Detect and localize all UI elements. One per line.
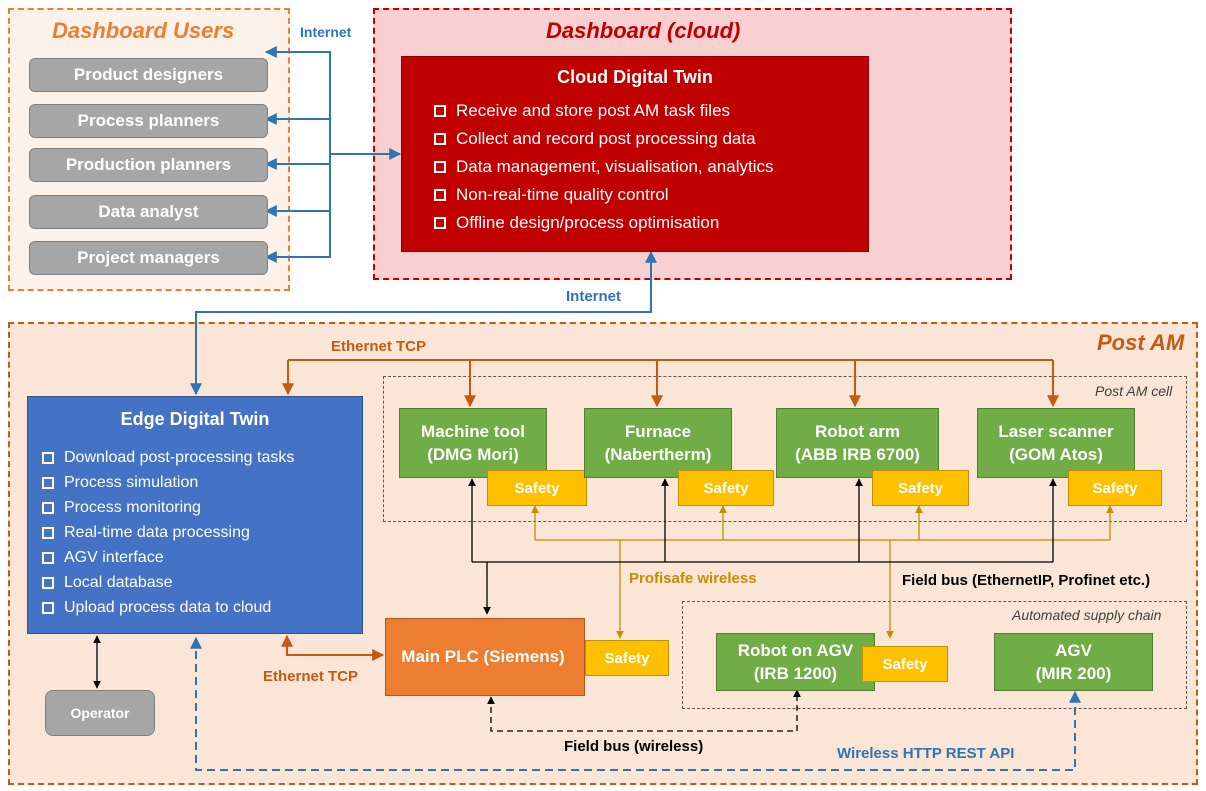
furnace-name: Furnace [624, 422, 692, 441]
supply-chain-title: Automated supply chain [1012, 607, 1162, 623]
edge-item: Process monitoring [42, 495, 294, 520]
post-am-cell-title: Post AM cell [1095, 383, 1173, 399]
checkbox-icon [42, 526, 54, 539]
checkbox-icon [42, 551, 54, 564]
field-bus-wireless-label: Field bus (wireless) [564, 738, 704, 755]
cloud-digital-twin-list: Receive and store post AM task files Col… [434, 97, 774, 237]
edge-digital-twin: Edge Digital Twin Download post-processi… [27, 396, 363, 634]
edge-item-text: Real-time data processing [64, 523, 250, 541]
cloud-item-text: Collect and record post processing data [456, 129, 756, 148]
checkbox-icon [42, 501, 54, 514]
ethernet-tcp-label-bottom: Ethernet TCP [263, 668, 359, 685]
cloud-digital-twin: Cloud Digital Twin Receive and store pos… [401, 56, 869, 252]
robot-on-agv-model: (IRB 1200) [753, 664, 838, 683]
edge-item: Local database [42, 570, 294, 595]
edge-item: Real-time data processing [42, 520, 294, 545]
profisafe-wireless-label: Profisafe wireless [629, 570, 757, 587]
checkbox-icon [434, 217, 446, 229]
agv-box: AGV (MIR 200) [994, 633, 1153, 691]
edge-item-text: Upload process data to cloud [64, 598, 272, 616]
safety-plc: Safety [585, 640, 669, 676]
main-plc-box: Main PLC (Siemens) [385, 618, 585, 696]
ethernet-tcp-label-top: Ethernet TCP [331, 338, 427, 355]
robot-arm-box: Robot arm (ABB IRB 6700) [776, 408, 939, 478]
edge-item: Download post-processing tasks [42, 445, 294, 470]
edge-item: Process simulation [42, 470, 294, 495]
robot-on-agv-name: Robot on AGV [737, 641, 854, 660]
edge-item-text: Process monitoring [64, 498, 201, 516]
cloud-item-text: Receive and store post AM task files [456, 101, 731, 120]
safety-robot-arm: Safety [872, 470, 969, 506]
checkbox-icon [434, 105, 446, 117]
edge-digital-twin-title: Edge Digital Twin [120, 409, 270, 429]
edge-item-text: Download post-processing tasks [64, 448, 295, 466]
checkbox-icon [42, 576, 54, 589]
internet-label-mid: Internet [566, 288, 622, 305]
checkbox-icon [42, 476, 54, 489]
checkbox-icon [434, 161, 446, 173]
user-product-designers: Product designers [29, 58, 268, 92]
cloud-item-text: Offline design/process optimisation [456, 213, 720, 232]
internet-label-top: Internet [300, 24, 352, 40]
edge-item-text: AGV interface [64, 548, 164, 566]
operator-box: Operator [45, 690, 155, 736]
robot-arm-name: Robot arm [815, 422, 900, 441]
dashboard-cloud-title: Dashboard (cloud) [546, 18, 741, 43]
edge-digital-twin-list: Download post-processing tasks Process s… [42, 445, 294, 620]
dashboard-users-title: Dashboard Users [52, 18, 235, 43]
machine-tool-box: Machine tool (DMG Mori) [399, 408, 547, 478]
robot-on-agv-box: Robot on AGV (IRB 1200) [716, 633, 875, 691]
edge-item: Upload process data to cloud [42, 595, 294, 620]
cloud-item: Offline design/process optimisation [434, 209, 774, 237]
user-production-planners: Production planners [29, 148, 268, 182]
user-process-planners: Process planners [29, 104, 268, 138]
cloud-item-text: Data management, visualisation, analytic… [456, 157, 774, 176]
user-project-managers: Project managers [29, 241, 268, 275]
checkbox-icon [42, 601, 54, 614]
agv-name: AGV [1055, 641, 1092, 660]
cloud-item: Data management, visualisation, analytic… [434, 153, 774, 181]
safety-machine-tool: Safety [487, 470, 587, 506]
machine-tool-name: Machine tool [421, 422, 525, 441]
cloud-item: Non-real-time quality control [434, 181, 774, 209]
cloud-item: Collect and record post processing data [434, 125, 774, 153]
safety-robot-on-agv: Safety [862, 646, 948, 682]
laser-scanner-model: (GOM Atos) [1009, 445, 1103, 464]
agv-model: (MIR 200) [1035, 664, 1112, 683]
machine-tool-model: (DMG Mori) [427, 445, 519, 464]
laser-scanner-box: Laser scanner (GOM Atos) [977, 408, 1135, 478]
edge-item-text: Process simulation [64, 473, 199, 491]
furnace-box: Furnace (Nabertherm) [584, 408, 732, 478]
field-bus-label: Field bus (EthernetIP, Profinet etc.) [902, 572, 1151, 589]
rest-api-label: Wireless HTTP REST API [837, 745, 1015, 762]
checkbox-icon [434, 133, 446, 145]
furnace-model: (Nabertherm) [604, 445, 712, 464]
user-data-analyst: Data analyst [29, 195, 268, 229]
post-am-title: Post AM [1097, 330, 1185, 355]
cloud-digital-twin-title: Cloud Digital Twin [557, 67, 713, 87]
checkbox-icon [434, 189, 446, 201]
robot-arm-model: (ABB IRB 6700) [795, 445, 920, 464]
edge-item-text: Local database [64, 573, 173, 591]
post-am-cell-panel [383, 376, 1187, 522]
edge-item: AGV interface [42, 545, 294, 570]
safety-laser-scanner: Safety [1068, 470, 1162, 506]
laser-scanner-name: Laser scanner [998, 422, 1114, 441]
checkbox-icon [42, 451, 54, 464]
cloud-item-text: Non-real-time quality control [456, 185, 669, 204]
safety-furnace: Safety [678, 470, 774, 506]
cloud-item: Receive and store post AM task files [434, 97, 774, 125]
